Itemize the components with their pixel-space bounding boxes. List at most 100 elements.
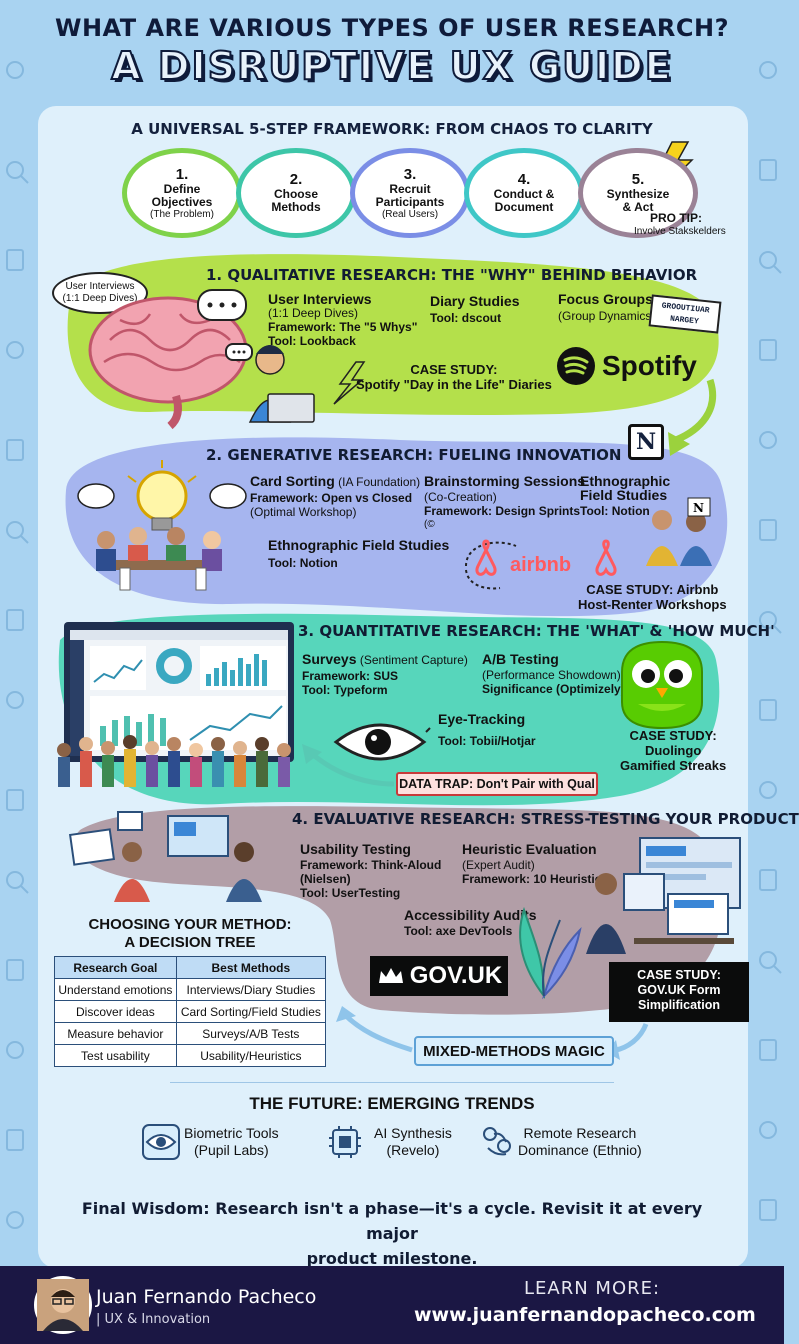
quant-case-line3: Gamified Streaks [620,758,727,773]
qualitative-title: 1. QUALITATIVE RESEARCH: THE "WHY" BEHIN… [206,266,698,284]
arrow-to-mixed [615,1022,649,1053]
brain-illustration [88,289,315,430]
right-icon-pattern [750,0,784,1266]
method-cell: Card Sorting/Field Studies [175,1000,327,1023]
analytics-dashboard [64,622,294,762]
wisdom-line2: product milestone. [306,1249,478,1268]
govuk-logo: GOV.UK [370,956,508,996]
card-sorting: Card Sorting (IA Foundation) Framework: … [250,474,420,519]
usability-name: Usability Testing [300,841,411,857]
crowd-illustration [57,735,291,787]
surveys-sub: (Sentiment Capture) [359,653,468,667]
pro-tip-label: PRO TIP: [650,211,703,225]
crown-icon [378,968,403,983]
plant-illustration [519,906,582,1000]
dashboard-charts [70,630,288,756]
card-sorting-name: Card Sorting [250,473,335,489]
table-row: Measure behavior Surveys/A/B Tests [54,1022,327,1045]
user-interviews-tool: Tool: Lookback [268,334,356,348]
card-sorting-extra: (Optimal Workshop) [250,505,357,519]
user-interviews-name: User Interviews [268,291,372,307]
surveys-tool: Tool: Typeform [302,683,388,697]
usability-testing: Usability Testing Framework: Think-Aloud… [300,842,441,900]
quant-case-line1: CASE STUDY: [629,728,717,743]
generative-blob [65,437,728,617]
step-2-label: Choose Methods [271,187,321,214]
website-link[interactable]: www.juanfernandopacheco.com [414,1304,756,1326]
diary-studies-tool: Tool: dscout [430,311,502,325]
heuristic-framework: Framework: 10 Heuristics [462,872,609,886]
heuristic-name: Heuristic Evaluation [462,841,597,857]
arrow-1-to-2 [674,378,717,444]
field-study-illustration: N [646,497,712,566]
accessibility-name: Accessibility Audits [404,907,537,923]
diary-studies-name: Diary Studies [430,293,520,309]
ethnographic-right: Ethnographic Field Studies Tool: Notion [580,474,670,518]
quantitative-case-study: CASE STUDY: Duolingo Gamified Streaks [620,728,726,773]
generative-case-study: CASE STUDY: Airbnb Host-Renter Workshops [578,582,727,612]
focus-groups-name: Focus Groups [558,291,653,307]
header-research-goal: Research Goal [54,956,177,979]
eye-tracking: Eye-Tracking Tool: Tobii/Hotjar [438,712,536,748]
avatar-portrait [37,1279,89,1331]
trend-remote-label: Remote Research Dominance (Ethnio) [518,1125,642,1159]
usability-framework: Framework: Think-Aloud [300,858,442,872]
brainstorm-illustration [77,460,247,591]
step-1-number: 1. [175,165,189,183]
focus-groups: Focus Groups (Group Dynamics) [558,292,655,323]
user-interviews-sub: (1:1 Deep Dives) [268,306,359,320]
usability-tool: Tool: UserTesting [300,886,401,900]
trend-biometric: Biometric Tools (Pupil Labs) [142,1124,279,1160]
heuristic-sub: (Expert Audit) [462,858,535,872]
framework-title: A UNIVERSAL 5-STEP FRAMEWORK: FROM CHAOS… [131,120,653,138]
brainstorming-name: Brainstorming Sessions [424,473,586,489]
method-cell: Usability/Heuristics [175,1044,327,1067]
step-5: 5. Synthesize & Act [578,148,698,238]
goal-cell: Discover ideas [54,1000,177,1023]
step-3-sub: (Real Users) [381,208,439,220]
bubble-line1: User Interviews [65,281,135,292]
step-4: 4. Conduct & Document [464,148,584,238]
step-3-number: 3. [403,165,417,183]
step-4-label: Conduct & Document [493,187,555,214]
eye-tracking-icon [333,723,431,761]
surveys-framework: Framework: SUS [302,669,399,683]
step-1: 1. Define Objectives (The Problem) [122,148,242,238]
title-line1: WHAT ARE VARIOUS TYPES OF USER RESEARCH? [54,14,730,42]
author-name: Juan Fernando Pacheco [96,1286,317,1308]
brainstorming: Brainstorming Sessions (Co-Creation) Fra… [424,474,585,532]
trend-ai-label: AI Synthesis (Revelo) [374,1125,452,1159]
goal-cell: Understand emotions [54,978,177,1001]
evaluative-case-study: CASE STUDY: GOV.UK Form Simplification [609,962,749,1022]
ethno-right-tool: Tool: Notion [580,504,650,518]
quantitative-title: 3. QUANTITATIVE RESEARCH: THE 'WHAT' & '… [298,622,775,640]
eye-tracking-tool: Tool: Tobii/Hotjar [438,734,536,748]
card-sorting-sub: (IA Foundation) [338,475,421,489]
duolingo-owl-icon [621,640,703,730]
trend-biometric-label: Biometric Tools (Pupil Labs) [184,1125,279,1159]
expert-audit-illustration [586,837,741,954]
step-5-label: Synthesize & Act [606,187,670,214]
table-row: Test usability Usability/Heuristics [54,1044,327,1067]
step-1-sub: (The Problem) [150,208,214,220]
card-sorting-framework: Framework: Open vs Closed [250,491,413,505]
airbnb-cycle [465,539,617,590]
generative-case-line1: CASE STUDY: Airbnb [586,582,719,597]
govuk-text: GOV.UK [409,962,503,989]
trend-remote: Remote Research Dominance (Ethnio) [478,1124,642,1160]
focus-groups-sub: (Group Dynamics) [558,309,656,323]
trend-ai-synthesis: AI Synthesis (Revelo) [326,1124,452,1160]
avatar [34,1276,92,1334]
decision-tree-table: Research Goal Best Methods Understand em… [54,956,327,1067]
ab-testing-name: A/B Testing [482,651,559,667]
trend-remote-line2: Dominance (Ethnio) [518,1142,642,1158]
method-cell: Interviews/Diary Studies [175,978,327,1001]
ethno-right-line1: Ethnographic [580,473,671,489]
step-5-number: 5. [631,171,645,188]
usability-extra: (Nielsen) [300,872,351,886]
lightning-icon-qual [333,361,366,405]
ab-testing-framework: Significance (Optimizely) [482,682,625,696]
accessibility-audits: Accessibility Audits Tool: axe DevTools [404,908,537,938]
title-line2: A DISRUPTIVE UX GUIDE [110,43,673,89]
wisdom-line1: Final Wisdom: Research isn't a phase—it'… [81,1199,703,1243]
